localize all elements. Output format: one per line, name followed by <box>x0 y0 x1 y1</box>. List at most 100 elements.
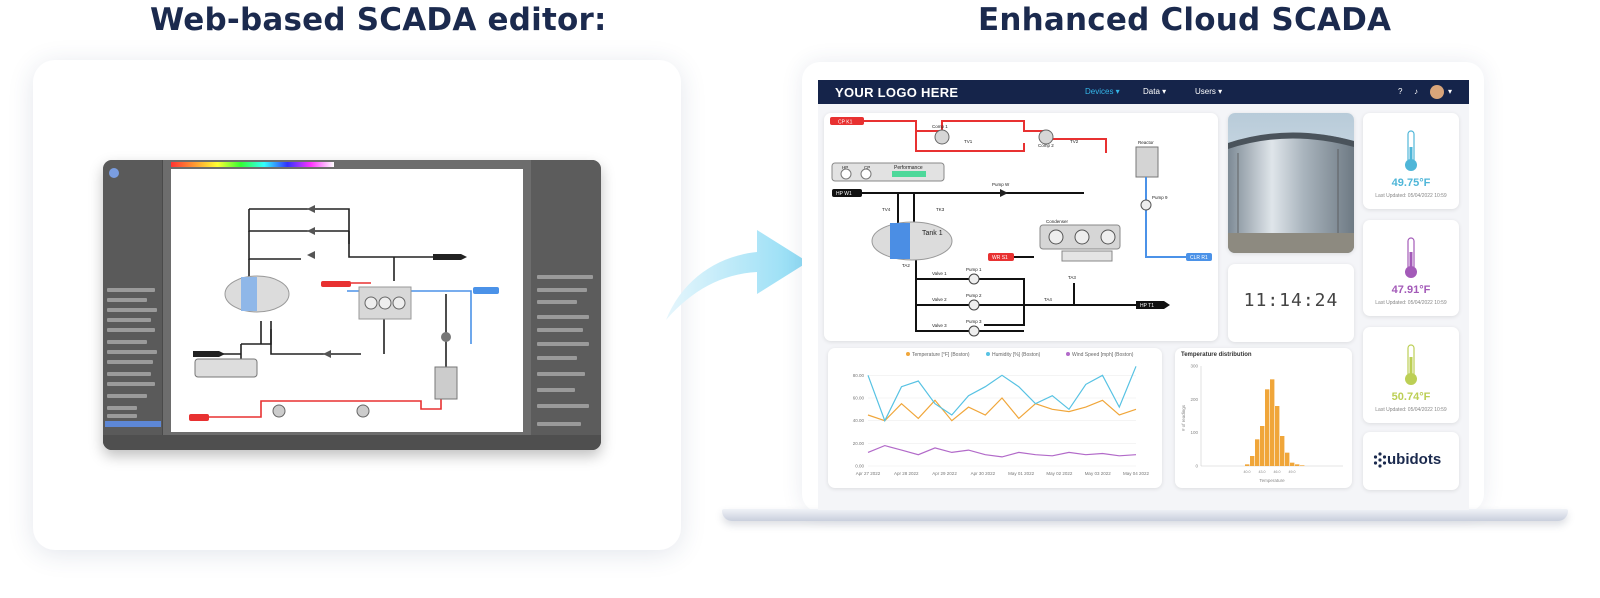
scada-label-hp-w1: HP W1 <box>836 191 852 197</box>
scada-label-pump9: Pump 9 <box>1152 195 1168 200</box>
thermometer-widget-3[interactable]: 50.74°F Last Updated: 05/04/2022 10:59 <box>1363 327 1459 423</box>
histogram-bar <box>1295 464 1300 466</box>
nav-devices[interactable]: Devices ▾ <box>1085 87 1120 96</box>
x-tick-label: May 03 2022 <box>1085 471 1112 476</box>
editor-canvas[interactable] <box>171 169 523 432</box>
y-tick-label: 300 <box>1190 364 1198 369</box>
y-axis-label: # of readings <box>1181 404 1186 431</box>
scada-label-hp-t1: HP T1 <box>1140 303 1154 309</box>
scada-label-valve2: Valve 2 <box>932 297 947 302</box>
line-chart-widget[interactable]: Temperature [°F] (Boston) Humidity [%] (B… <box>828 348 1162 488</box>
scada-label-pump1: Pump 1 <box>966 267 982 272</box>
y-tick-label: 80.00 <box>853 373 865 378</box>
scada-diagram-widget[interactable]: CP K1 Comp 1 Comp 2 TV1 TV2 Reactor HP C… <box>824 113 1218 341</box>
brand-name: ubidots <box>1387 451 1442 468</box>
x-tick-label: 49.0 <box>1289 470 1296 474</box>
scada-label-comp1: Comp 1 <box>932 124 948 129</box>
y-tick-label: 100 <box>1190 430 1198 435</box>
x-tick-label: 46.0 <box>1274 470 1281 474</box>
dashboard-screen: YOUR LOGO HERE Devices ▾ Data ▾ Users ▾ … <box>818 80 1469 510</box>
thermometer-value: 50.74°F <box>1391 391 1431 403</box>
scada-label-wr: WR S1 <box>992 255 1008 261</box>
scada-label-tk3: TK3 <box>936 207 945 212</box>
scada-label-cp: CP K1 <box>838 120 853 126</box>
thermometer-widget-1[interactable]: 49.75°F Last Updated: 05/04/2022 10:59 <box>1363 113 1459 209</box>
series-line <box>867 397 1137 422</box>
histogram-bar <box>1265 389 1270 466</box>
editor-card <box>33 60 681 550</box>
avatar[interactable] <box>1430 85 1444 99</box>
x-tick-label: May 01 2022 <box>1008 471 1035 476</box>
scada-label-valve1: Valve 1 <box>932 271 947 276</box>
nav-users[interactable]: Users ▾ <box>1195 87 1223 96</box>
logo-placeholder[interactable]: YOUR LOGO HERE <box>835 85 959 100</box>
dashboard-navbar: YOUR LOGO HERE Devices ▾ Data ▾ Users ▾ … <box>818 80 1469 104</box>
legend-marker <box>906 352 910 356</box>
x-tick-label: Apr 30 2022 <box>971 471 996 476</box>
histogram-bar <box>1255 439 1260 466</box>
scada-label-tv1: TV1 <box>964 139 973 144</box>
scada-label-tank1: Tank 1 <box>922 230 943 237</box>
scada-label-ta3: TA3 <box>1068 275 1076 280</box>
x-tick-label: Apr 28 2022 <box>894 471 919 476</box>
legend-label: Humidity [%] (Boston) <box>992 352 1041 358</box>
thermometer-updated: Last Updated: 05/04/2022 10:59 <box>1375 407 1447 413</box>
editor-avatar[interactable] <box>109 168 119 178</box>
series-line <box>867 444 1137 458</box>
clock-widget: 11:14:24 <box>1228 264 1354 342</box>
histogram-bar <box>1290 462 1295 466</box>
histogram-title: Temperature distribution <box>1181 352 1252 358</box>
histogram-bar <box>1285 452 1290 466</box>
thermometer-icon <box>1405 130 1417 171</box>
x-tick-label: Apr 27 2022 <box>856 471 881 476</box>
scada-label-pump3: Pump 3 <box>966 319 982 324</box>
ubidots-logo-icon <box>1373 452 1387 468</box>
left-heading: Web-based SCADA editor: <box>150 2 607 38</box>
histogram-bar <box>1245 464 1250 466</box>
histogram-bar <box>1280 436 1285 466</box>
arrow-icon <box>666 230 808 320</box>
editor-diagram <box>189 205 499 421</box>
thermometer-value: 47.91°F <box>1391 284 1431 296</box>
x-tick-label: 43.0 <box>1259 470 1266 474</box>
histogram-bar <box>1300 465 1305 466</box>
thermometer-icon <box>1405 344 1417 385</box>
y-tick-label: 60.00 <box>853 396 865 401</box>
legend-label: Temperature [°F] (Boston) <box>912 352 970 358</box>
scada-label-ta4: TA4 <box>1044 297 1052 302</box>
x-tick-label: May 04 2022 <box>1123 471 1150 476</box>
scada-label-hp: HP <box>842 165 848 170</box>
clock-time: 11:14:24 <box>1243 290 1339 311</box>
scada-label-valve3: Valve 3 <box>932 323 947 328</box>
laptop-base <box>722 509 1568 521</box>
thermometer-widget-2[interactable]: 47.91°F Last Updated: 05/04/2022 10:59 <box>1363 220 1459 316</box>
x-axis-label: Temperature <box>1259 478 1285 483</box>
editor-properties-panel <box>531 160 601 450</box>
brand-widget: ubidots <box>1363 432 1459 490</box>
nav-data[interactable]: Data ▾ <box>1143 87 1167 96</box>
scada-label-clr: CLR R1 <box>1190 255 1208 261</box>
histogram-bar <box>1260 426 1265 466</box>
x-tick-label: 40.0 <box>1244 470 1251 474</box>
editor-statusbar <box>103 435 601 450</box>
histogram-bar <box>1275 406 1280 466</box>
legend-marker <box>986 352 990 356</box>
line-chart: Temperature [°F] (Boston) Humidity [%] (B… <box>853 352 1150 476</box>
help-icon[interactable]: ? <box>1398 87 1403 96</box>
editor-shape-panel <box>103 160 163 450</box>
bell-icon[interactable]: ♪ <box>1414 87 1418 96</box>
scada-label-performance: Performance <box>894 165 923 171</box>
scada-label-comp2: Comp 2 <box>1038 143 1054 148</box>
right-heading: Enhanced Cloud SCADA <box>978 2 1392 38</box>
chevron-down-icon[interactable]: ▾ <box>1448 87 1453 96</box>
x-tick-label: Apr 29 2022 <box>932 471 957 476</box>
tank-photo <box>1228 113 1354 253</box>
thermometer-icon <box>1405 237 1417 278</box>
y-tick-label: 0 <box>1195 464 1198 469</box>
thermometer-value: 49.75°F <box>1391 177 1431 189</box>
scada-label-pump-w: Pump W <box>992 182 1010 187</box>
histogram-bar <box>1270 379 1275 466</box>
scada-label-cp2: CP <box>864 165 870 170</box>
